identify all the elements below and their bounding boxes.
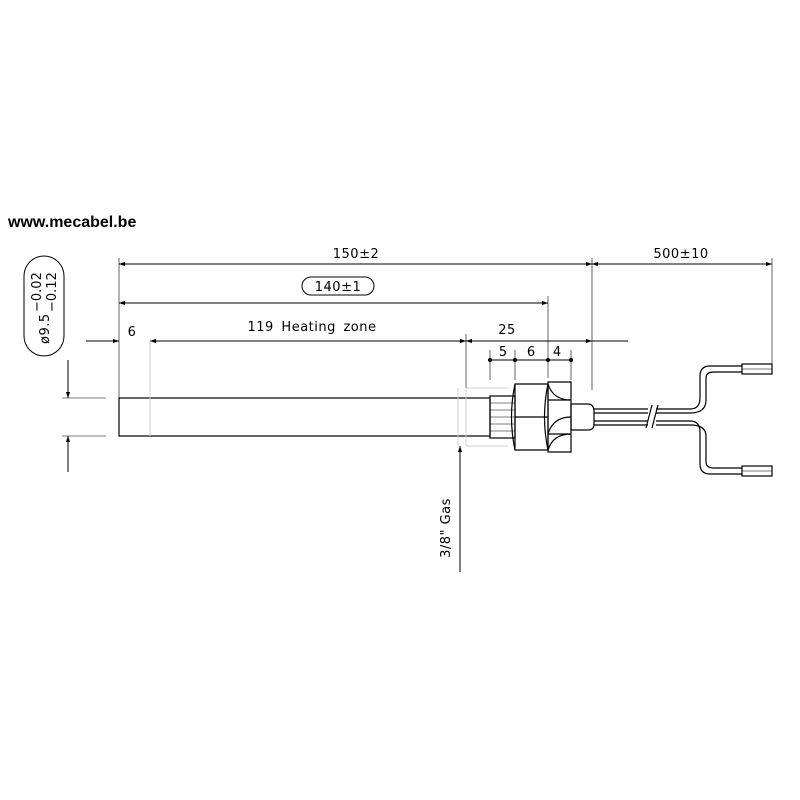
label-lead-length: 500±10 [653,247,708,262]
lead-wires [594,363,773,477]
heater-element [118,341,595,453]
label-insertion-length: 140±1 [315,280,361,295]
label-diameter-tol-upper: −0.02 [30,272,45,312]
heater-sheath [118,397,491,437]
dimension-labels: 150±2 500±10 140±1 6 119 Heating zone 25… [23,247,708,558]
extension-lines [62,258,773,437]
label-diameter-base: ø9.5 [38,313,53,344]
diameter-callout: ø9.5 −0.02 −0.12 [23,255,65,357]
label-heating-zone: 119 Heating zone [247,320,376,335]
label-fitting-length: 25 [498,323,516,338]
label-total-length: 150±2 [333,247,379,262]
label-thread: 3/8" Gas [439,498,454,558]
fitting-hex-nut [547,381,572,453]
dimension-lines [65,261,772,572]
label-fitting-segment-3: 4 [553,345,561,360]
lead-exit-seal [570,403,595,431]
insertion-length-box [301,276,375,296]
label-fitting-segment-1: 5 [499,345,507,360]
label-diameter-tol-lower: −0.12 [45,272,60,312]
label-fitting-segment-2: 6 [527,345,535,360]
brand-website: www.mecabel.be [8,214,137,231]
label-cold-end: 6 [128,325,137,340]
